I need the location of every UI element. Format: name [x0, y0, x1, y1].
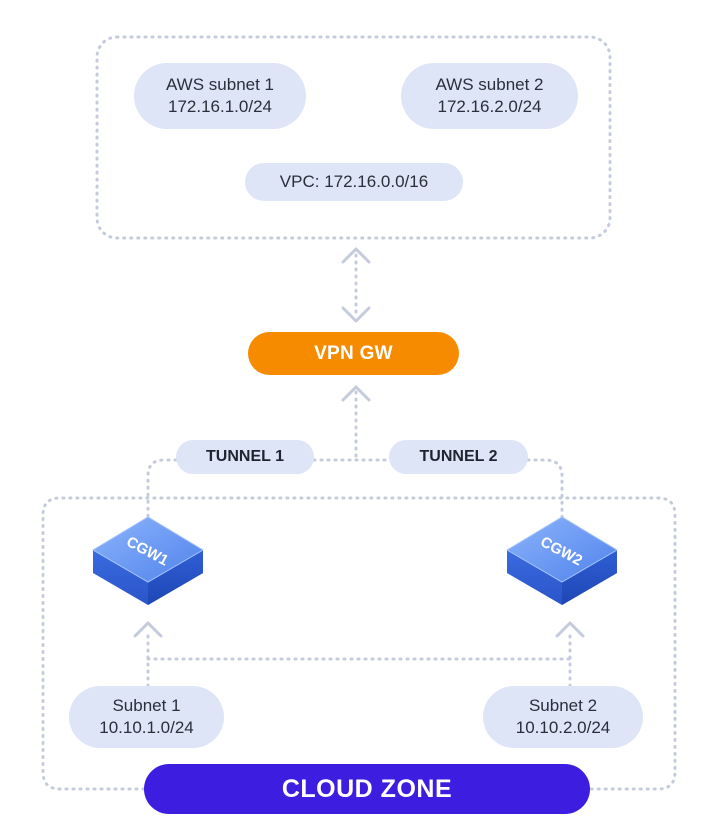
cloud-zone-label: CLOUD ZONE: [281, 774, 453, 803]
cloud-subnet-2-name: Subnet 2: [528, 696, 598, 715]
tunnel-2-label: TUNNEL 2: [419, 448, 498, 465]
tunnel-1-label: TUNNEL 1: [206, 448, 284, 465]
tunnel-1-node: TUNNEL 1: [176, 440, 314, 474]
cgw2-router-icon: CGW2: [506, 516, 618, 605]
arrow-up-to-vpn-icon: [341, 385, 371, 402]
cloud-subnet-1-cidr: 10.10.1.0/24: [99, 718, 194, 737]
cgw1-router-icon: CGW1: [92, 516, 204, 605]
arrow-up-to-cgw1-icon: [133, 621, 163, 638]
cloud-subnet-1-name: Subnet 1: [112, 696, 181, 715]
vpc-cidr-label: VPC: 172.16.0.0/16: [279, 172, 429, 191]
aws-vpc-boundary: [95, 35, 612, 240]
aws-subnet-1-cidr: 172.16.1.0/24: [168, 97, 272, 116]
aws-subnet-2-cidr: 172.16.2.0/24: [437, 97, 542, 116]
aws-subnet-1-node: AWS subnet 1 172.16.1.0/24: [134, 63, 306, 129]
tunnel-2-node: TUNNEL 2: [389, 440, 528, 474]
cloud-subnet-1-node: Subnet 1 10.10.1.0/24: [69, 686, 224, 748]
arrowheads: [133, 247, 585, 638]
aws-subnet-2-node: AWS subnet 2 172.16.2.0/24: [401, 63, 578, 129]
cloud-subnet-2-cidr: 10.10.2.0/24: [515, 718, 611, 737]
aws-subnet-2-name: AWS subnet 2: [435, 75, 544, 94]
arrow-down-to-vpn-icon: [341, 306, 371, 323]
connectors: [146, 253, 572, 688]
vpn-gateway-node: VPN GW: [248, 332, 459, 375]
aws-subnet-1-name: AWS subnet 1: [165, 75, 275, 94]
cloud-zone-boundary: [41, 496, 677, 791]
arrow-up-to-cgw2-icon: [555, 621, 585, 638]
cloud-subnet-2-node: Subnet 2 10.10.2.0/24: [483, 686, 643, 748]
vpc-node: VPC: 172.16.0.0/16: [245, 163, 463, 201]
cloud-zone-badge: CLOUD ZONE: [144, 764, 590, 814]
arrow-up-to-vpc-icon: [341, 247, 371, 264]
vpn-gateway-label: VPN GW: [314, 342, 393, 364]
